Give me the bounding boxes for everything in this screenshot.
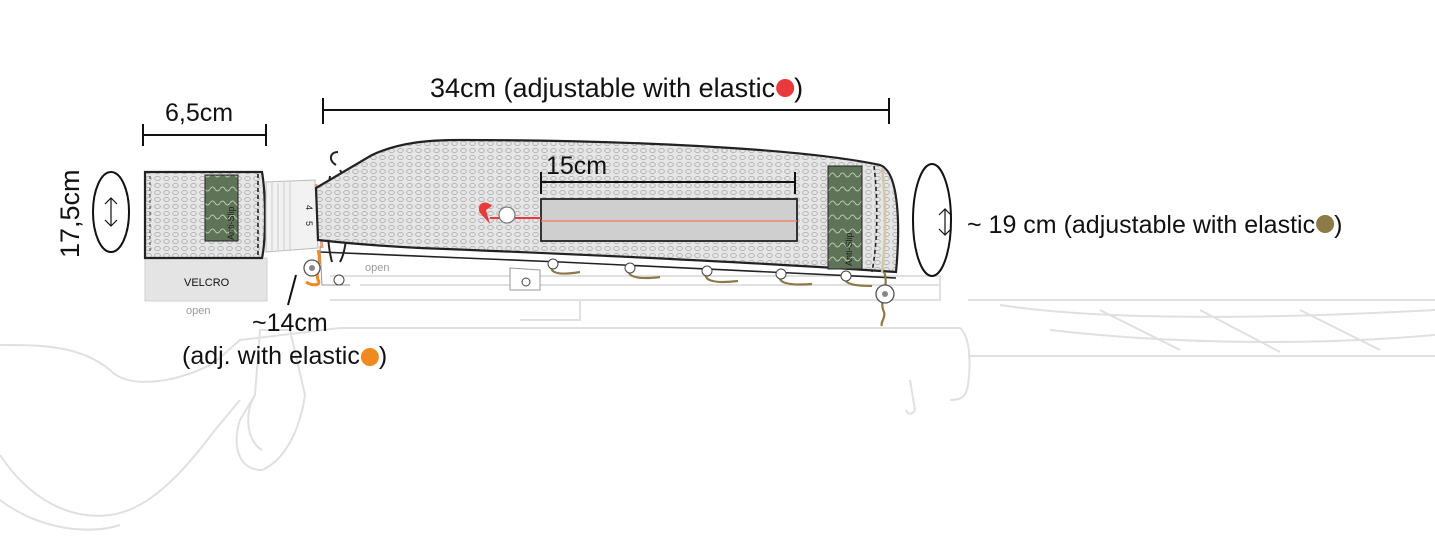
open-front-label: open [186, 305, 210, 317]
dot-icon [1316, 215, 1335, 233]
front-cap [143, 170, 268, 302]
height-front-label: 17,5cm [55, 169, 85, 258]
length-front-label: 6,5cm [165, 99, 233, 127]
ellipse-arrow-icon [912, 163, 952, 277]
eyepiece-toggle [303, 249, 321, 287]
velcro-label: VELCRO [184, 277, 230, 289]
paren-close-1: ) [794, 73, 803, 103]
anti-slip-label-rear: Anti-Slip [844, 232, 854, 266]
window-panel [540, 198, 798, 242]
main-cover [314, 138, 900, 274]
magnification-5: 5 [304, 221, 314, 226]
open-mid-label: open [365, 262, 389, 274]
paren-close-2: ) [1334, 211, 1342, 239]
dimension-lines [142, 98, 890, 306]
rear-toggle [875, 271, 895, 327]
circumference-rear-label: ~ 19 cm (adjustable with elastic [967, 211, 1315, 239]
anti-slip-patch-front [204, 174, 239, 242]
eyepiece-length-label: ~14cm [252, 309, 328, 337]
dot-icon [360, 348, 379, 366]
dot-icon [776, 79, 795, 97]
velcro-strap [144, 257, 268, 302]
length-main-label: 34cm (adjustable with elastic [430, 73, 775, 103]
eyepiece-adjust-label: (adj. with elastic [182, 342, 360, 370]
anti-slip-label-front: Anti-Slip [226, 206, 236, 240]
toggle-icon [498, 206, 516, 224]
paren-close-3: ) [379, 342, 387, 370]
red-elastic-cord [478, 202, 492, 224]
window-width-label: 15cm [546, 152, 607, 180]
magnification-4: 4 [304, 205, 314, 210]
ellipse-arrow-icon [92, 171, 130, 253]
rifle-outline [0, 275, 1435, 531]
anti-slip-patch-rear [827, 165, 863, 270]
